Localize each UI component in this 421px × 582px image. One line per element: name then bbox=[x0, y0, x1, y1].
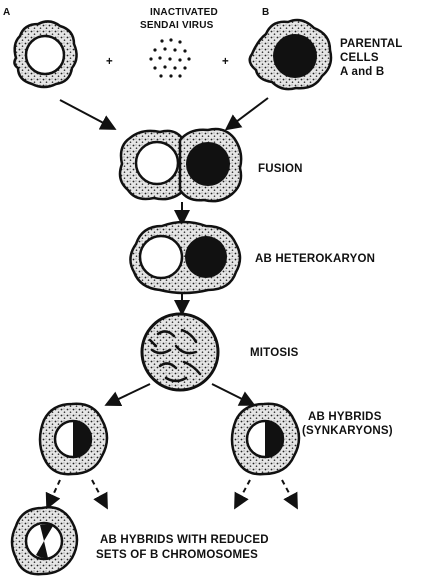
heterokaryon-nucleus-a bbox=[140, 236, 182, 278]
mitosis-cell bbox=[142, 314, 218, 390]
fusion-label: FUSION bbox=[258, 163, 303, 175]
nucleus-b bbox=[273, 34, 317, 78]
parental-label-line3: A and B bbox=[340, 66, 384, 78]
plus-sign-right: + bbox=[222, 56, 229, 68]
reduced-label-line1: AB HYBRIDS WITH REDUCED bbox=[100, 534, 269, 546]
virus-label-line1: INACTIVATED bbox=[150, 7, 218, 18]
hybrids-label-line1: AB HYBRIDS bbox=[308, 411, 382, 423]
reduced-hybrid-cell bbox=[12, 507, 77, 574]
arrow-a-to-fusion bbox=[60, 100, 113, 128]
virus-label-line2: SENDAI VIRUS bbox=[140, 20, 214, 31]
dashed-arrow-1 bbox=[48, 480, 60, 506]
heterokaryon-label: AB HETEROKARYON bbox=[255, 253, 375, 265]
parental-cell-a bbox=[14, 21, 76, 87]
fusion-nucleus-a bbox=[136, 142, 178, 184]
hybrid-cell-left bbox=[40, 404, 107, 474]
dashed-arrow-3 bbox=[236, 480, 250, 506]
parental-label-line2: CELLS bbox=[340, 52, 379, 64]
heterokaryon-nucleus-b bbox=[185, 236, 227, 278]
heterokaryon-cell bbox=[130, 222, 240, 293]
hybrids-label-line2: (SYNKARYONS) bbox=[302, 425, 393, 437]
dashed-arrow-2 bbox=[92, 480, 106, 506]
arrow-to-hybrid-left bbox=[108, 384, 150, 404]
cell-a-label: A bbox=[3, 7, 10, 18]
fusing-cells bbox=[120, 129, 241, 201]
hybrid-cell-right bbox=[232, 404, 299, 474]
cell-b-label: B bbox=[262, 7, 269, 18]
arrow-to-hybrid-right bbox=[212, 384, 252, 404]
nucleus-a bbox=[26, 36, 64, 74]
arrow-b-to-fusion bbox=[228, 98, 268, 128]
parental-cell-b bbox=[250, 20, 331, 89]
sendai-virus-particles bbox=[149, 38, 190, 77]
fusion-nucleus-b bbox=[186, 142, 230, 186]
plus-sign-left: + bbox=[106, 56, 113, 68]
parental-label-line1: PARENTAL bbox=[340, 38, 403, 50]
mitosis-label: MITOSIS bbox=[250, 347, 299, 359]
dashed-arrow-4 bbox=[282, 480, 296, 506]
reduced-label-line2: SETS OF B CHROMOSOMES bbox=[96, 549, 258, 561]
